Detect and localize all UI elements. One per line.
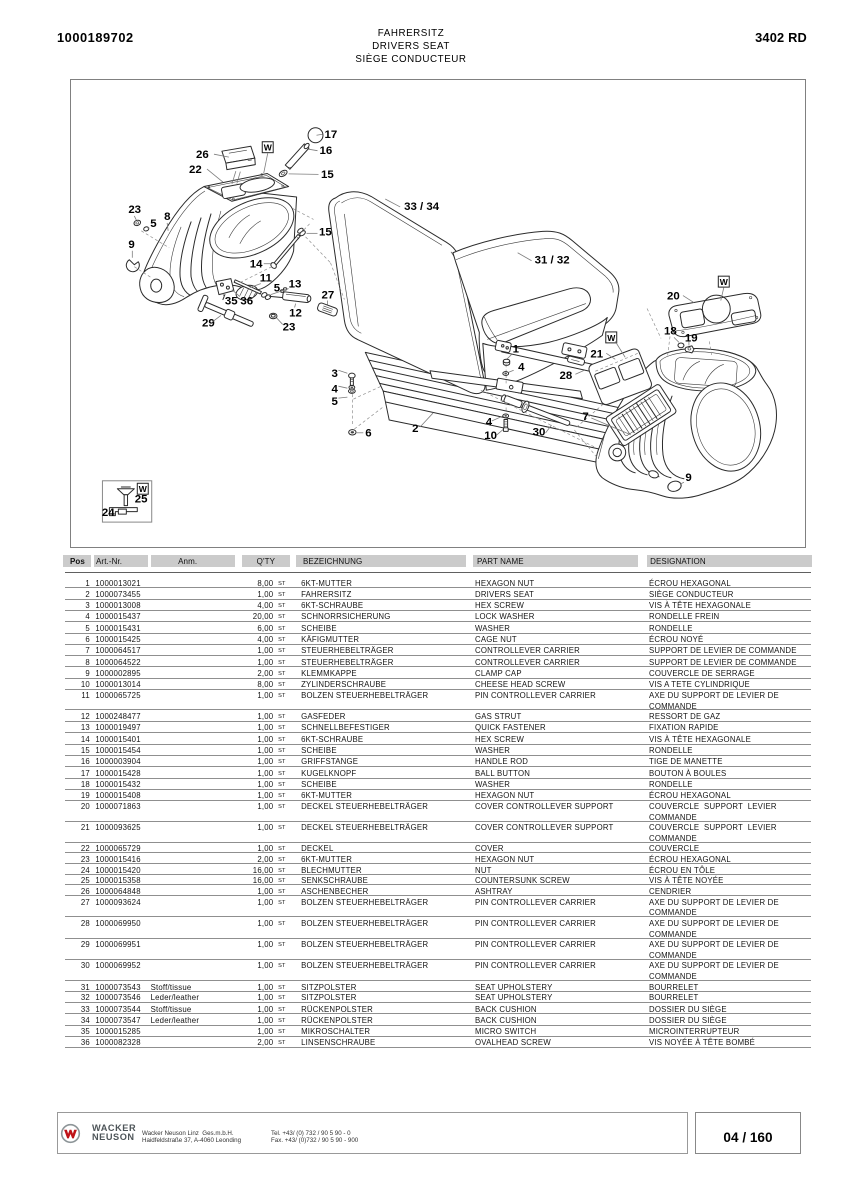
svg-text:9: 9 (128, 238, 134, 250)
svg-text:16: 16 (320, 145, 333, 157)
svg-text:19: 19 (685, 332, 698, 344)
svg-text:12: 12 (289, 307, 302, 319)
svg-text:14: 14 (250, 258, 263, 270)
svg-text:20: 20 (667, 290, 680, 302)
svg-text:2: 2 (412, 422, 418, 434)
svg-text:5: 5 (331, 396, 338, 408)
svg-text:7: 7 (582, 411, 588, 423)
svg-text:31 / 32: 31 / 32 (535, 254, 570, 266)
svg-text:29: 29 (202, 317, 215, 329)
svg-text:30: 30 (533, 426, 546, 438)
svg-text:5: 5 (274, 282, 281, 294)
svg-text:10: 10 (484, 429, 497, 441)
svg-text:18: 18 (664, 325, 677, 337)
svg-text:35: 35 (225, 295, 238, 307)
svg-text:23: 23 (128, 203, 141, 215)
svg-text:4: 4 (518, 361, 525, 373)
svg-text:1: 1 (513, 343, 520, 355)
svg-text:15: 15 (319, 226, 332, 238)
svg-text:28: 28 (559, 370, 572, 382)
svg-text:9: 9 (685, 471, 691, 483)
svg-text:4: 4 (486, 416, 493, 428)
svg-text:27: 27 (321, 289, 334, 301)
svg-text:5: 5 (150, 217, 157, 229)
svg-text:21: 21 (590, 348, 603, 360)
svg-text:11: 11 (260, 272, 273, 284)
svg-text:33 / 34: 33 / 34 (404, 200, 440, 212)
svg-text:6: 6 (365, 427, 371, 439)
svg-text:3: 3 (331, 368, 337, 380)
svg-text:23: 23 (283, 321, 296, 333)
svg-text:13: 13 (289, 278, 302, 290)
svg-text:15: 15 (321, 168, 334, 180)
svg-text:26: 26 (196, 149, 209, 161)
svg-text:24: 24 (102, 507, 115, 519)
svg-text:36: 36 (240, 295, 253, 307)
svg-text:4: 4 (331, 383, 338, 395)
svg-text:17: 17 (324, 129, 337, 141)
svg-text:8: 8 (164, 210, 171, 222)
svg-text:22: 22 (189, 164, 202, 176)
svg-text:25: 25 (135, 493, 148, 505)
